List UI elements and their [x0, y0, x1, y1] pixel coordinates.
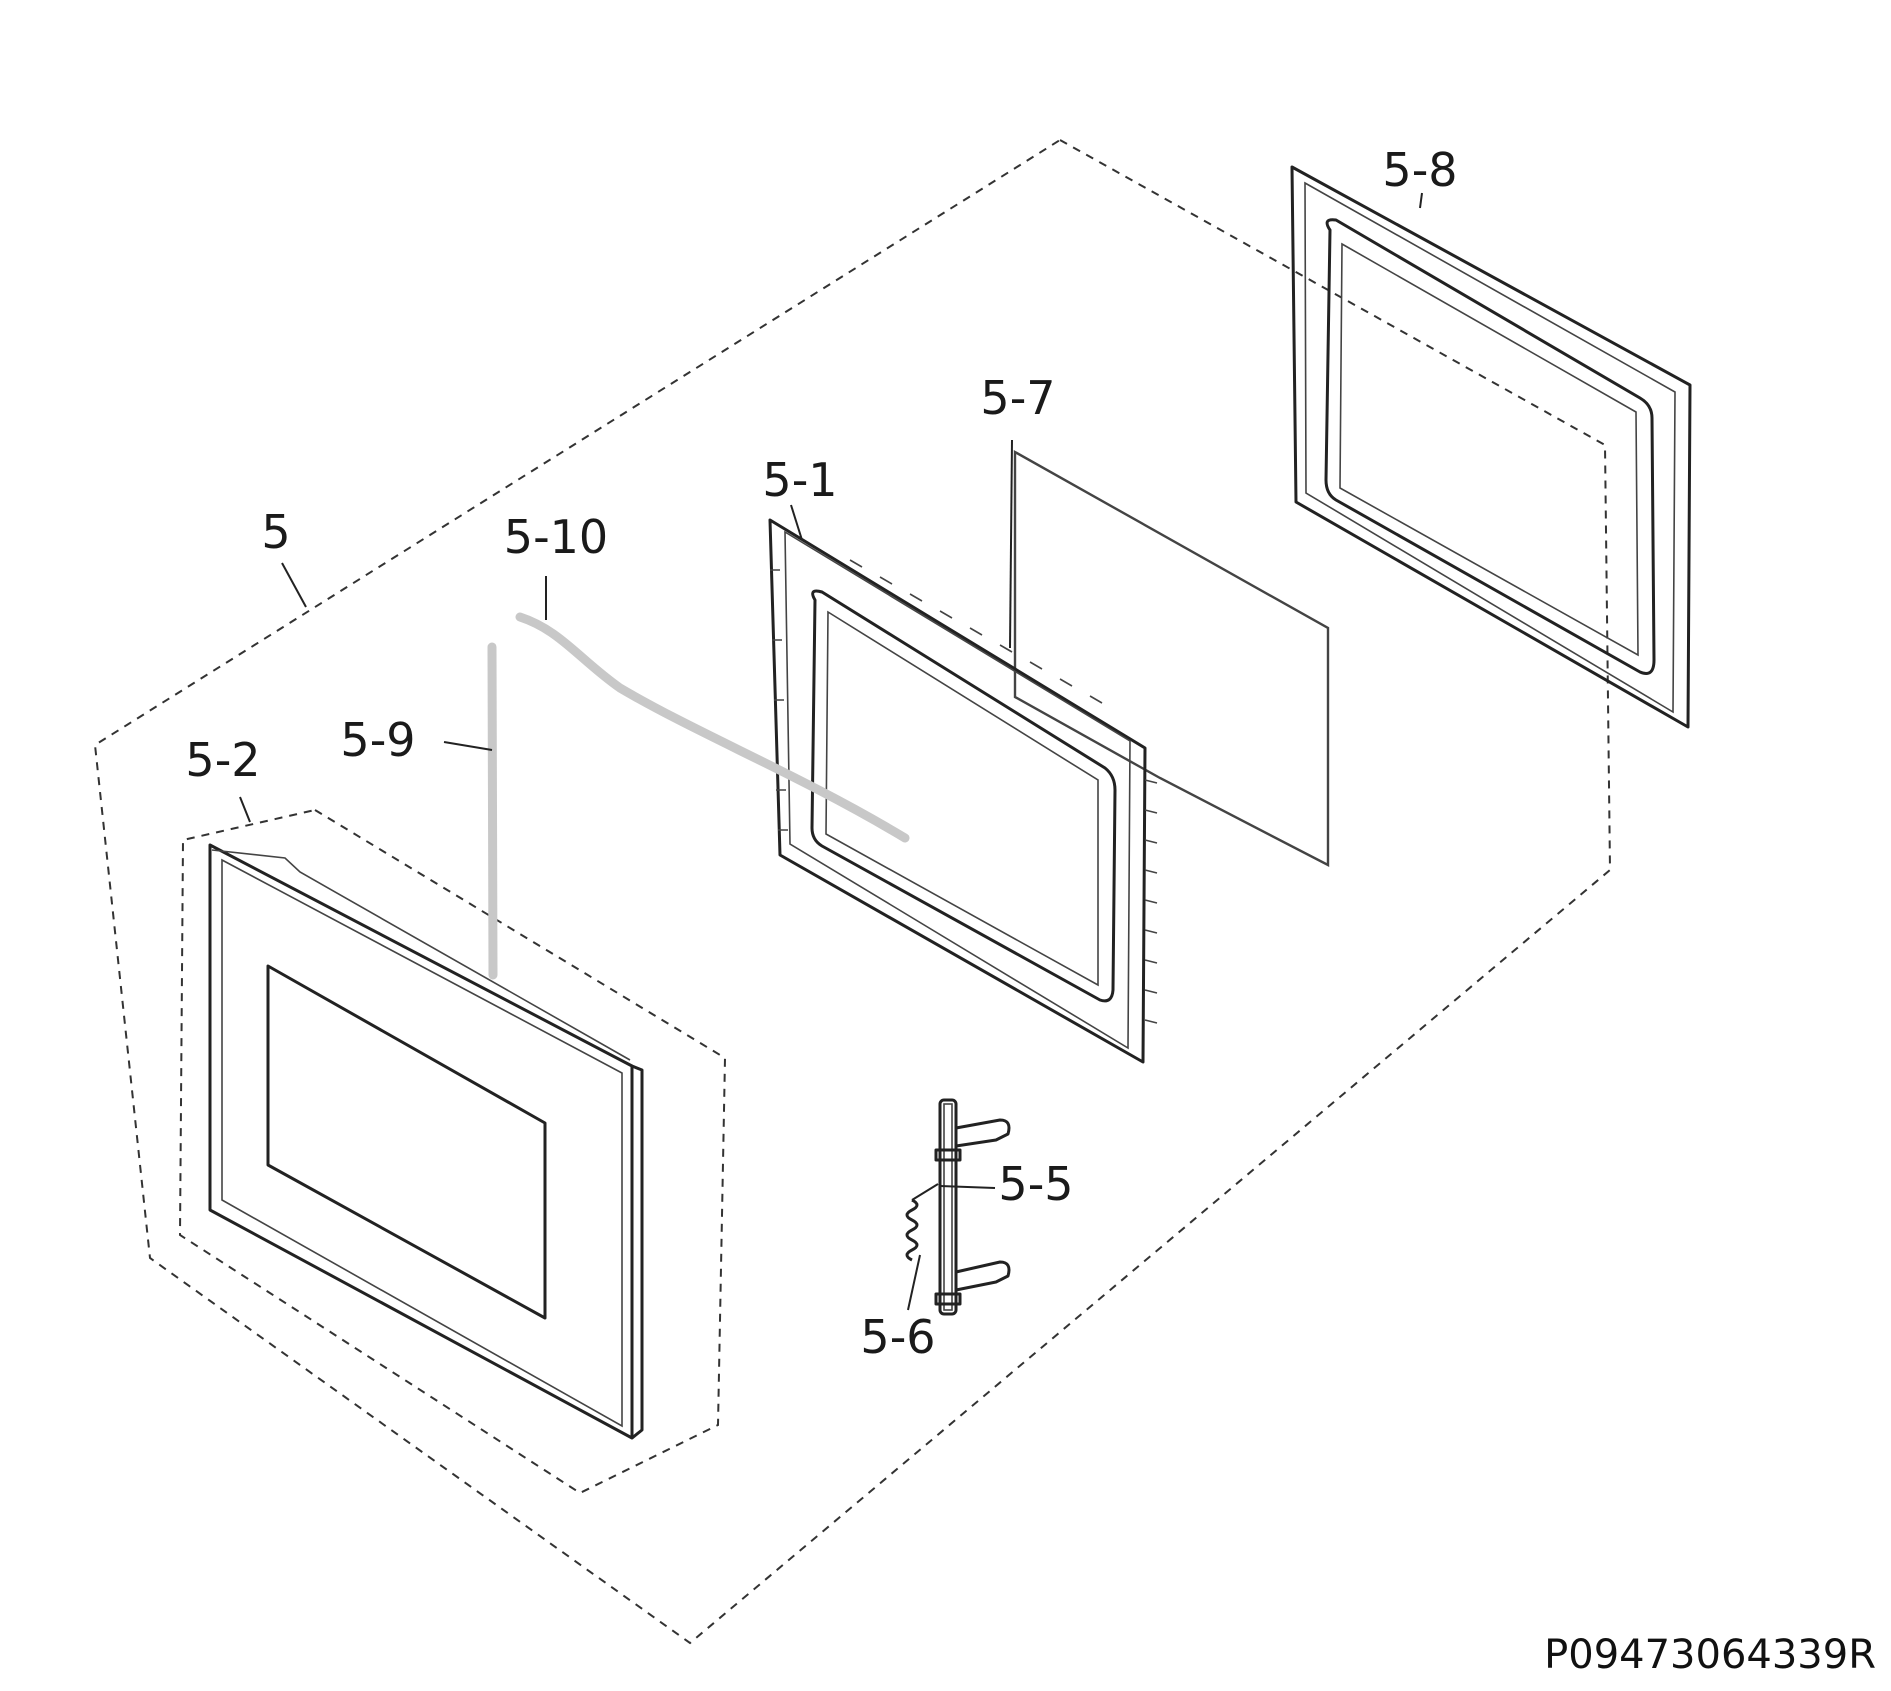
label-seal-vertical: 5-9 [340, 713, 415, 767]
hook-assembly [934, 1098, 1011, 1316]
label-screen: 5-7 [980, 371, 1055, 425]
assembly-outline [93, 138, 1612, 1645]
label-choke-cover: 5-8 [1382, 143, 1457, 197]
door-frame [768, 518, 1158, 1064]
spring [905, 1183, 939, 1262]
seal-horizontal [515, 612, 910, 843]
label-spring: 5-6 [860, 1310, 935, 1364]
label-assembly: 5 [261, 505, 290, 559]
seal-vertical [487, 642, 498, 980]
label-door-panel: 5-2 [185, 733, 260, 787]
label-seal-horizontal: 5-10 [504, 510, 608, 564]
label-hook: 5-5 [998, 1157, 1073, 1211]
door-panel [208, 843, 644, 1440]
leader-lines [239, 192, 1423, 1311]
choke-cover-frame [1290, 165, 1692, 729]
screen-sheet [1013, 449, 1330, 867]
label-frame: 5-1 [762, 453, 837, 507]
part-code: P09473064339R [1544, 1632, 1876, 1678]
